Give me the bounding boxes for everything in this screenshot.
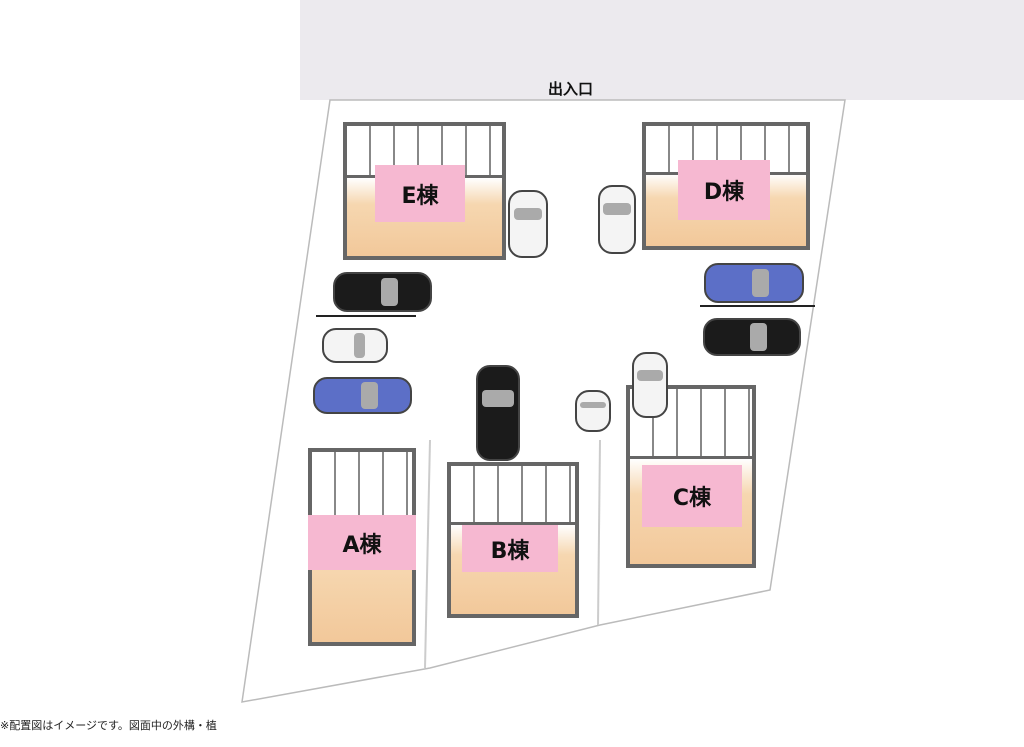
entrance-label: 出入口 bbox=[548, 80, 594, 98]
house-b-label: B棟 bbox=[462, 525, 558, 572]
footnote: ※配置図はイメージです。図面中の外構・植 bbox=[0, 719, 217, 732]
car-icon bbox=[598, 185, 636, 254]
house-c-label: C棟 bbox=[642, 465, 742, 527]
car-icon bbox=[575, 390, 611, 432]
house-d-label: D棟 bbox=[678, 160, 770, 220]
car-icon bbox=[322, 328, 388, 363]
road bbox=[300, 0, 1024, 100]
car-icon bbox=[508, 190, 548, 258]
house-e-label: E棟 bbox=[375, 165, 465, 222]
car-icon bbox=[632, 352, 668, 418]
car-icon bbox=[333, 272, 432, 312]
parking-divider bbox=[700, 305, 815, 307]
car-icon bbox=[476, 365, 520, 461]
car-icon bbox=[703, 318, 801, 356]
house-a-label: A棟 bbox=[308, 515, 416, 570]
car-icon bbox=[313, 377, 412, 414]
parking-divider bbox=[316, 315, 416, 317]
car-icon bbox=[704, 263, 804, 303]
